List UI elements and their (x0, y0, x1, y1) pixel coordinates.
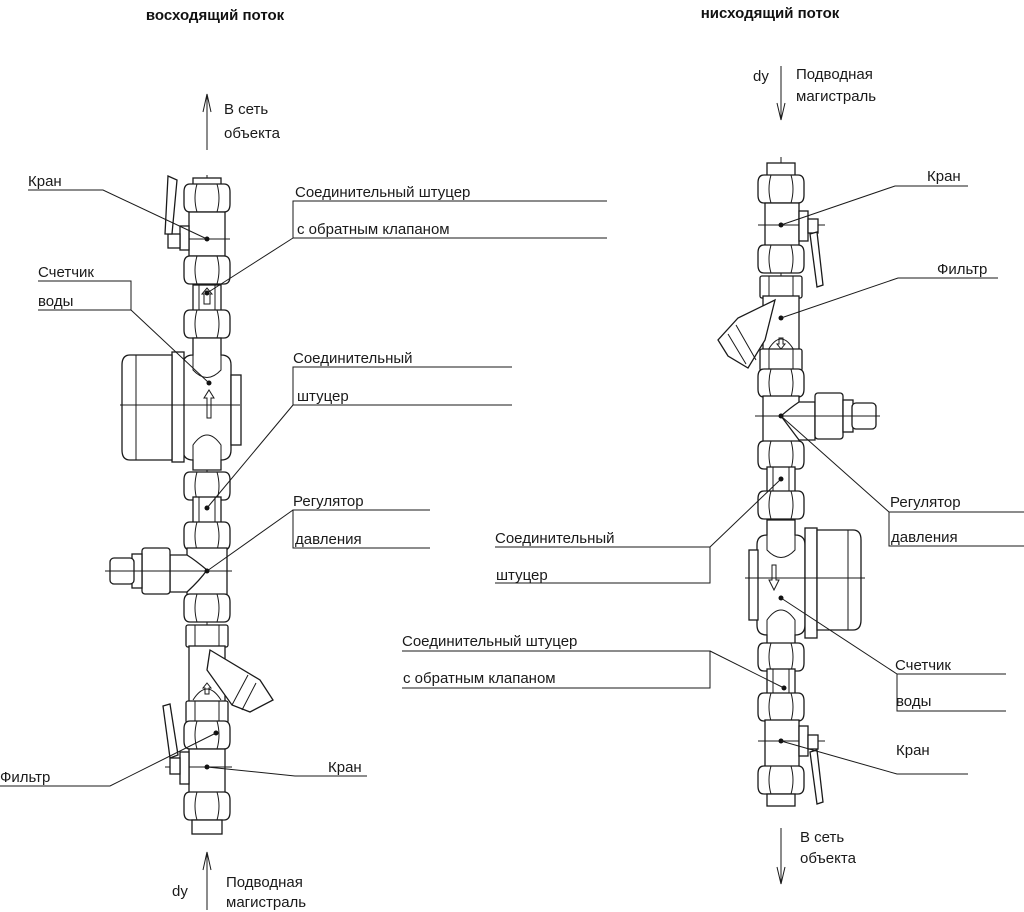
svg-text:Фильтр: Фильтр (937, 261, 987, 278)
flow-arrow-up-icon (202, 93, 212, 150)
callout-valve-top: Кран (28, 173, 208, 240)
svg-text:воды: воды (38, 293, 73, 310)
svg-text:Соединительный: Соединительный (293, 350, 413, 367)
callout-pressure-regulator: Регулятор давления (780, 415, 1024, 547)
svg-text:давления: давления (891, 529, 958, 546)
inlet-label-line2: магистраль (226, 894, 306, 911)
svg-text:Кран: Кран (328, 759, 362, 776)
svg-text:Соединительный штуцер: Соединительный штуцер (402, 633, 577, 650)
callout-union: Соединительный штуцер (495, 478, 782, 584)
callout-check-union: Соединительный штуцер с обратным клапано… (206, 184, 607, 294)
diagram-title: восходящий поток (146, 7, 285, 24)
outlet-label-line2: объекта (224, 125, 281, 142)
flow-direction-arrow-icon (203, 389, 215, 419)
callout-water-meter: Счетчик воды (780, 597, 1006, 712)
inlet-label-line1: Подводная (796, 66, 873, 83)
pipe-diameter-label: dy (753, 68, 769, 85)
valve-handle-icon (809, 231, 824, 288)
svg-text:с обратным клапаном: с обратным клапаном (403, 670, 556, 687)
svg-text:штуцер: штуцер (297, 388, 349, 405)
callout-valve-top: Кран (780, 168, 968, 226)
pressure-regulator (105, 547, 232, 597)
svg-text:Соединительный штуцер: Соединительный штуцер (295, 184, 470, 201)
svg-text:Соединительный: Соединительный (495, 530, 615, 547)
strainer-filter (188, 645, 274, 713)
svg-text:Кран: Кран (28, 173, 62, 190)
callout-valve-bottom: Кран (780, 740, 968, 775)
outlet-label-line2: объекта (800, 850, 857, 867)
flow-arrow-up-icon (202, 851, 212, 910)
callout-check-union: Соединительный штуцер с обратным клапано… (402, 633, 785, 689)
descending-flow-diagram: нисходящий поток dy Подводная магистраль (402, 5, 1024, 885)
inlet-label-line2: магистраль (796, 88, 876, 105)
valve-handle-icon (162, 703, 179, 759)
svg-text:Кран: Кран (896, 742, 930, 759)
svg-text:с обратным клапаном: с обратным клапаном (297, 221, 450, 238)
callout-water-meter: Счетчик воды (38, 264, 210, 384)
svg-text:Регулятор: Регулятор (293, 493, 364, 510)
callout-filter: Фильтр (0, 732, 217, 787)
callout-pressure-regulator: Регулятор давления (206, 493, 430, 572)
svg-text:воды: воды (896, 693, 931, 710)
svg-text:Счетчик: Счетчик (38, 264, 94, 281)
inlet-label-line1: Подводная (226, 874, 303, 891)
svg-text:штуцер: штуцер (496, 567, 548, 584)
ascending-flow-diagram: восходящий поток В сеть объекта (0, 7, 607, 911)
pressure-regulator (755, 392, 880, 445)
outlet-label-line1: В сеть (224, 101, 268, 118)
diagram-title: нисходящий поток (701, 5, 840, 22)
ball-valve-top (188, 211, 226, 257)
flow-direction-arrow-icon (768, 564, 780, 592)
water-meter (120, 337, 242, 471)
flow-arrow-down-icon (776, 828, 786, 885)
svg-text:Фильтр: Фильтр (0, 769, 50, 786)
callout-union: Соединительный штуцер (206, 350, 512, 509)
valve-handle-icon (809, 749, 824, 805)
svg-text:давления: давления (295, 531, 362, 548)
svg-text:Регулятор: Регулятор (890, 494, 961, 511)
callout-filter: Фильтр (780, 261, 998, 319)
svg-text:Кран: Кран (927, 168, 961, 185)
pipe-diameter-label: dy (172, 883, 188, 900)
svg-text:Счетчик: Счетчик (895, 657, 951, 674)
callout-valve-bottom: Кран (206, 759, 367, 777)
strainer-filter (717, 295, 800, 369)
outlet-label-line1: В сеть (800, 829, 844, 846)
water-meter (745, 519, 865, 646)
flow-arrow-down-icon (776, 66, 786, 121)
valve-handle-icon (164, 175, 178, 235)
